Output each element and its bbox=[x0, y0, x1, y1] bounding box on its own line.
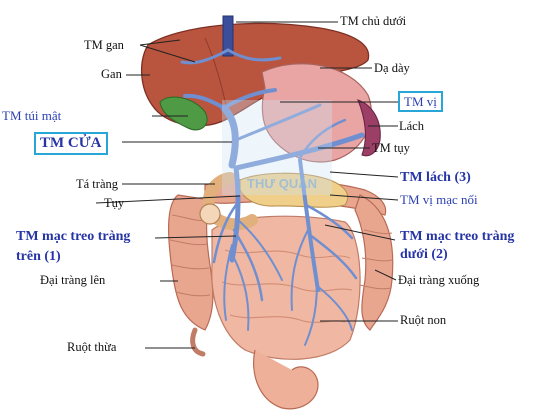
label-tm-tuy: TM tụy bbox=[372, 141, 410, 155]
label-tm-gan: TM gan bbox=[84, 38, 124, 52]
label-dai-trang-len: Đại tràng lên bbox=[40, 273, 106, 287]
appendix bbox=[190, 327, 206, 357]
label-tm-mac-treo-trang-tren-2: trên (1) bbox=[16, 249, 61, 264]
leader-lines bbox=[95, 21, 399, 349]
label-tm-mac-treo-trang-tren-1: TM mạc treo tràng bbox=[16, 229, 131, 244]
label-tuy: Tụy bbox=[104, 196, 125, 210]
sigmoid-rectum bbox=[253, 349, 319, 410]
label-tm-tui-mat: TM túi mật bbox=[2, 108, 62, 123]
label-tm-lach: TM lách (3) bbox=[400, 170, 471, 185]
label-ta-trang: Tá tràng bbox=[76, 177, 118, 191]
label-gan: Gan bbox=[101, 67, 122, 81]
watermark-box bbox=[222, 100, 332, 195]
label-ruot-non: Ruột non bbox=[400, 313, 447, 327]
label-ruot-thua: Ruột thừa bbox=[67, 340, 117, 354]
stomach bbox=[261, 63, 372, 163]
watermark-text: THƯ QUÁN bbox=[247, 176, 318, 191]
label-tm-vi-mac-noi: TM vị mạc nối bbox=[400, 192, 478, 207]
label-tm-mac-treo-trang-duoi-2: dưới (2) bbox=[400, 247, 448, 262]
label-tm-mac-treo-trang-duoi-1: TM mạc treo tràng bbox=[400, 229, 515, 244]
label-tm-cua: TM CỬA bbox=[34, 132, 108, 155]
spleen bbox=[357, 99, 381, 157]
portal-veins bbox=[180, 48, 365, 346]
gallbladder bbox=[159, 96, 208, 131]
label-tm-lach-num: (3) bbox=[454, 170, 471, 185]
label-tm-chu-duoi: TM chủ dưới bbox=[340, 14, 407, 28]
label-tm-vi: TM vị bbox=[398, 91, 443, 112]
label-dai-trang-xuong: Đại tràng xuống bbox=[398, 273, 480, 287]
pancreas bbox=[239, 172, 349, 208]
ivc bbox=[222, 15, 234, 57]
label-da-day: Dạ dày bbox=[374, 61, 410, 75]
label-lach: Lách bbox=[399, 119, 424, 133]
